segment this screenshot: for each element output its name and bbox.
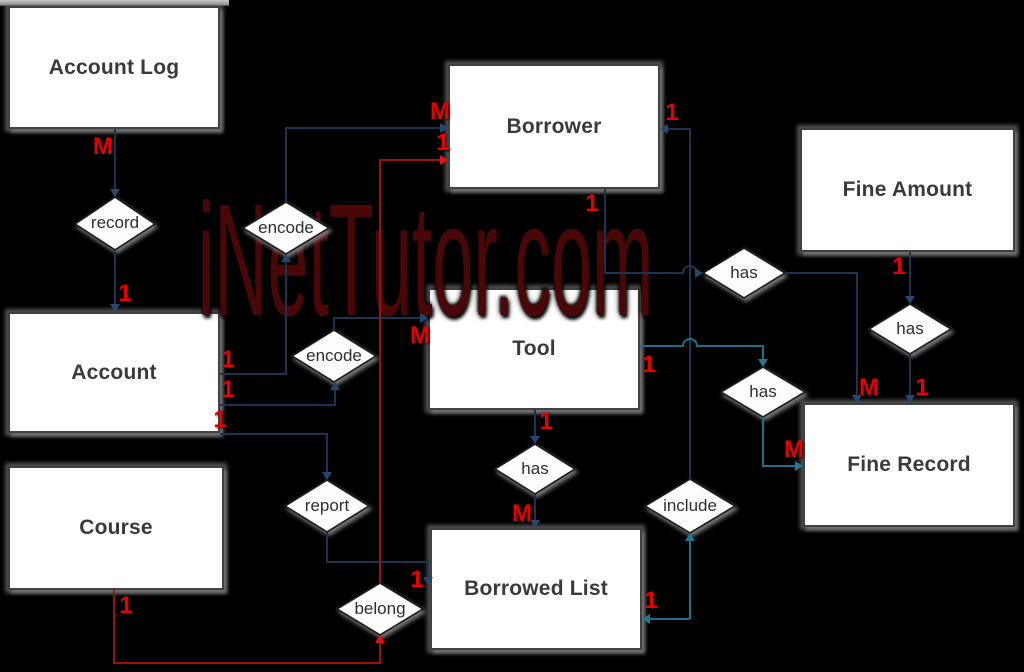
diamond-has-borrower-finerecord — [701, 247, 787, 299]
cardinality-report-1b: 1 — [410, 566, 424, 593]
entity-account-log: Account Log — [8, 6, 220, 129]
entity-borrower-label: Borrower — [506, 114, 602, 138]
cardinality-include-1b: 1 — [665, 99, 679, 126]
arrowhead — [110, 189, 120, 197]
connector-include-b — [666, 128, 691, 479]
arrowhead — [375, 635, 385, 643]
relationship-label-has-borrower-finerecord: has — [730, 263, 758, 282]
relationship-label-has-tool-finerecord: has — [749, 382, 777, 401]
arrowhead — [440, 123, 448, 133]
relationship-label-belong: belong — [354, 599, 406, 618]
entity-account: Account — [8, 312, 220, 433]
cardinality-has-tfr-m: M — [784, 436, 804, 463]
arrowhead — [642, 614, 650, 624]
relationship-label-encode-tool: encode — [306, 346, 362, 365]
arrowhead — [423, 577, 433, 585]
entity-tool: Tool — [428, 288, 640, 410]
cardinality-include-1a: 1 — [644, 587, 658, 614]
entity-fine-record-label: Fine Record — [847, 453, 971, 476]
arrowhead — [852, 395, 862, 403]
diamond-encode-tool — [290, 329, 378, 383]
arrowhead — [322, 472, 332, 480]
relationship-label-record: record — [90, 213, 140, 232]
connector-has-bfr-a — [604, 189, 698, 274]
relationship-label-has-fineamount-finerecord: has — [896, 319, 924, 338]
watermark-text: iNetTutor.com — [198, 170, 654, 349]
connector-encode2-b — [333, 317, 422, 330]
top-edge-bar — [0, 0, 229, 6]
connector-encode1-b — [285, 127, 442, 202]
connector-belong-b — [379, 159, 442, 583]
cardinality-has-tbl-1: 1 — [539, 408, 553, 435]
connector-report-a — [220, 433, 328, 474]
connector-belong-a — [113, 590, 381, 664]
relationship-label-include: include — [663, 496, 717, 515]
arrowhead — [758, 359, 768, 367]
arrowhead — [685, 533, 695, 541]
arrowhead — [530, 520, 540, 528]
cardinality-has-tfr-1: 1 — [642, 351, 656, 378]
relationship-label-report: report — [304, 496, 350, 515]
cardinality-encode2-m: M — [410, 322, 430, 349]
entity-fine-amount: Fine Amount — [800, 128, 1015, 252]
cardinality-has-fafr-1a: 1 — [892, 253, 906, 280]
arrowhead — [695, 268, 703, 278]
connector-has-tfr-b — [762, 417, 797, 467]
connector-report-b — [326, 532, 429, 579]
arrowhead — [660, 124, 668, 134]
cardinality-belong-1a: 1 — [119, 592, 133, 619]
cardinality-encode1-m: M — [430, 98, 450, 125]
cardinality-record-1: 1 — [118, 280, 132, 307]
cardinality-encode1-1: 1 — [221, 346, 235, 373]
entity-course: Course — [8, 466, 224, 590]
entity-tool-label: Tool — [512, 337, 556, 360]
entity-borrowed-list-label: Borrowed List — [464, 577, 608, 600]
arrowhead — [110, 304, 120, 312]
arrowhead — [795, 461, 803, 471]
connector-has-tfr-a — [640, 338, 764, 361]
cardinality-has-bfr-m: M — [859, 374, 879, 401]
arrowhead — [420, 313, 428, 323]
cardinality-encode2-1: 1 — [221, 376, 235, 403]
entity-fine-amount-label: Fine Amount — [842, 178, 973, 201]
entity-fine-record: Fine Record — [803, 403, 1015, 527]
entity-course-label: Course — [79, 516, 153, 539]
arrowhead — [440, 155, 448, 165]
cardinality-has-tbl-m: M — [512, 500, 532, 527]
relationship-label-has-tool-borrowedlist: has — [521, 459, 549, 478]
cardinality-report-1a: 1 — [213, 406, 227, 433]
cardinality-has-fafr-1b: 1 — [915, 374, 929, 401]
connector-encode1-a — [220, 259, 287, 375]
cardinality-belong-1b: 1 — [436, 129, 450, 156]
arrowhead — [330, 382, 340, 390]
relationship-label-encode-borrower: encode — [258, 218, 314, 237]
arrowhead — [905, 395, 915, 403]
arrowhead — [281, 254, 291, 262]
entity-account-log-label: Account Log — [48, 55, 180, 79]
connector-encode2-a — [220, 387, 336, 406]
entity-borrowed-list: Borrowed List — [430, 528, 642, 650]
cardinality-has-bfr-1: 1 — [585, 190, 599, 217]
connector-has-bfr-b — [785, 272, 858, 397]
cardinality-record-m: M — [93, 133, 113, 160]
arrowhead — [905, 296, 915, 304]
arrowhead — [530, 436, 540, 444]
entity-borrower: Borrower — [448, 64, 660, 189]
entity-account-label: Account — [71, 360, 157, 384]
